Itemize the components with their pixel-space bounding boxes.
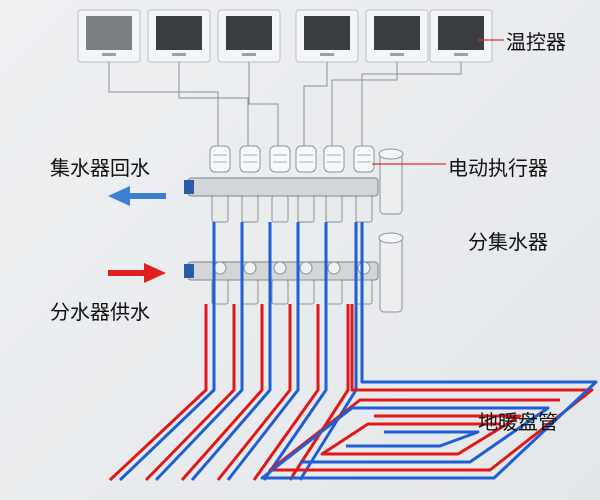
thermostat-screen	[374, 16, 420, 50]
control-wire	[178, 62, 249, 146]
leader-lines	[372, 39, 504, 165]
control-wire	[331, 62, 398, 146]
return-pipe	[190, 222, 272, 481]
manifold	[184, 148, 404, 313]
supply-flow-meter	[273, 261, 287, 275]
return-manifold-bar	[187, 177, 379, 197]
thermostat-logo	[390, 53, 404, 56]
supply-pipe	[288, 304, 350, 481]
supply-pipe	[216, 304, 292, 481]
return-valve-fitting	[241, 195, 259, 223]
floor-heating-coil	[260, 222, 598, 480]
distributor-supply-label: 分水器供水	[50, 300, 150, 324]
thermostat-logo	[172, 53, 186, 56]
return-vent-assembly	[379, 153, 403, 215]
control-wire	[108, 62, 219, 146]
actuator-body	[353, 145, 375, 173]
floor-coil-label: 地暖盘管	[478, 410, 558, 434]
supply-valve-fitting	[297, 279, 315, 305]
supply-valve-fitting	[325, 279, 343, 305]
return-pipe	[262, 222, 328, 481]
supply-valve-fitting	[271, 279, 289, 305]
supply-flow-meter	[299, 261, 313, 275]
thermostat	[217, 9, 281, 63]
supply-flow-meter	[357, 261, 371, 275]
thermostat-logo	[242, 53, 256, 56]
return-pipe	[154, 222, 244, 482]
actuator-group	[209, 145, 375, 173]
thermostat	[365, 9, 429, 63]
supply-vent-assembly	[379, 237, 403, 313]
supply-vent-cap	[378, 232, 404, 244]
thermostat	[147, 9, 211, 63]
thermostat-screen	[438, 16, 484, 50]
return-valve-fitting	[271, 195, 289, 223]
manifold-label: 分集水器	[468, 230, 548, 254]
actuator-body	[295, 145, 317, 173]
thermostat-screen	[226, 16, 272, 50]
actuator-label: 电动执行器	[448, 156, 548, 180]
coil-inner-return	[346, 430, 480, 448]
actuator-body	[269, 145, 291, 173]
thermostat	[429, 9, 493, 63]
electric-actuator	[323, 145, 345, 173]
supply-pipe	[252, 304, 320, 481]
return-valve-fitting	[325, 195, 343, 223]
control-wires	[108, 62, 462, 146]
return-vent-cap	[378, 148, 404, 160]
electric-actuator	[239, 145, 261, 173]
return-pipe	[226, 222, 300, 481]
control-wire	[361, 62, 462, 146]
actuator-body	[239, 145, 261, 173]
thermostat-logo	[102, 53, 116, 56]
thermostat-label: 温控器	[506, 30, 566, 54]
supply-flow-meter	[243, 261, 257, 275]
return-arrow-head	[108, 186, 130, 206]
electric-actuator	[269, 145, 291, 173]
supply-flow-meter	[213, 261, 227, 275]
thermostat	[295, 9, 359, 63]
pipe-group	[108, 222, 358, 482]
return-inlet-cap	[184, 180, 194, 194]
electric-actuator	[209, 145, 231, 173]
electric-actuator	[353, 145, 375, 173]
thermostat	[77, 9, 141, 63]
thermostat-screen	[304, 16, 350, 50]
supply-valve-fitting	[355, 279, 373, 305]
return-arrow-shaft	[126, 193, 166, 199]
flow-arrows	[108, 186, 166, 283]
supply-valve-fitting	[241, 279, 259, 305]
control-wire	[303, 62, 328, 146]
supply-pipe	[108, 304, 208, 482]
supply-arrow-shaft	[108, 270, 148, 276]
coil-return-loop	[260, 222, 598, 480]
return-valve-fitting	[355, 195, 373, 223]
supply-pipe	[144, 304, 236, 482]
return-valve-fitting	[297, 195, 315, 223]
thermostat-screen	[86, 16, 132, 50]
coil-inner-supply	[320, 414, 522, 456]
thermostat-logo	[454, 53, 468, 56]
thermostat-group	[77, 9, 493, 63]
thermostat-logo	[320, 53, 334, 56]
supply-valve-fitting	[211, 279, 229, 305]
electric-actuator	[295, 145, 317, 173]
control-wire	[248, 62, 279, 146]
thermostat-screen	[156, 16, 202, 50]
collector-return-label: 集水器回水	[50, 156, 150, 180]
supply-arrow-head	[144, 263, 166, 283]
return-pipe	[118, 222, 216, 482]
supply-flow-meter	[327, 261, 341, 275]
return-valve-fitting	[211, 195, 229, 223]
actuator-body	[209, 145, 231, 173]
supply-inlet-cap	[184, 264, 194, 278]
coil-supply-loop	[268, 304, 594, 472]
actuator-body	[323, 145, 345, 173]
supply-pipe	[180, 304, 264, 481]
